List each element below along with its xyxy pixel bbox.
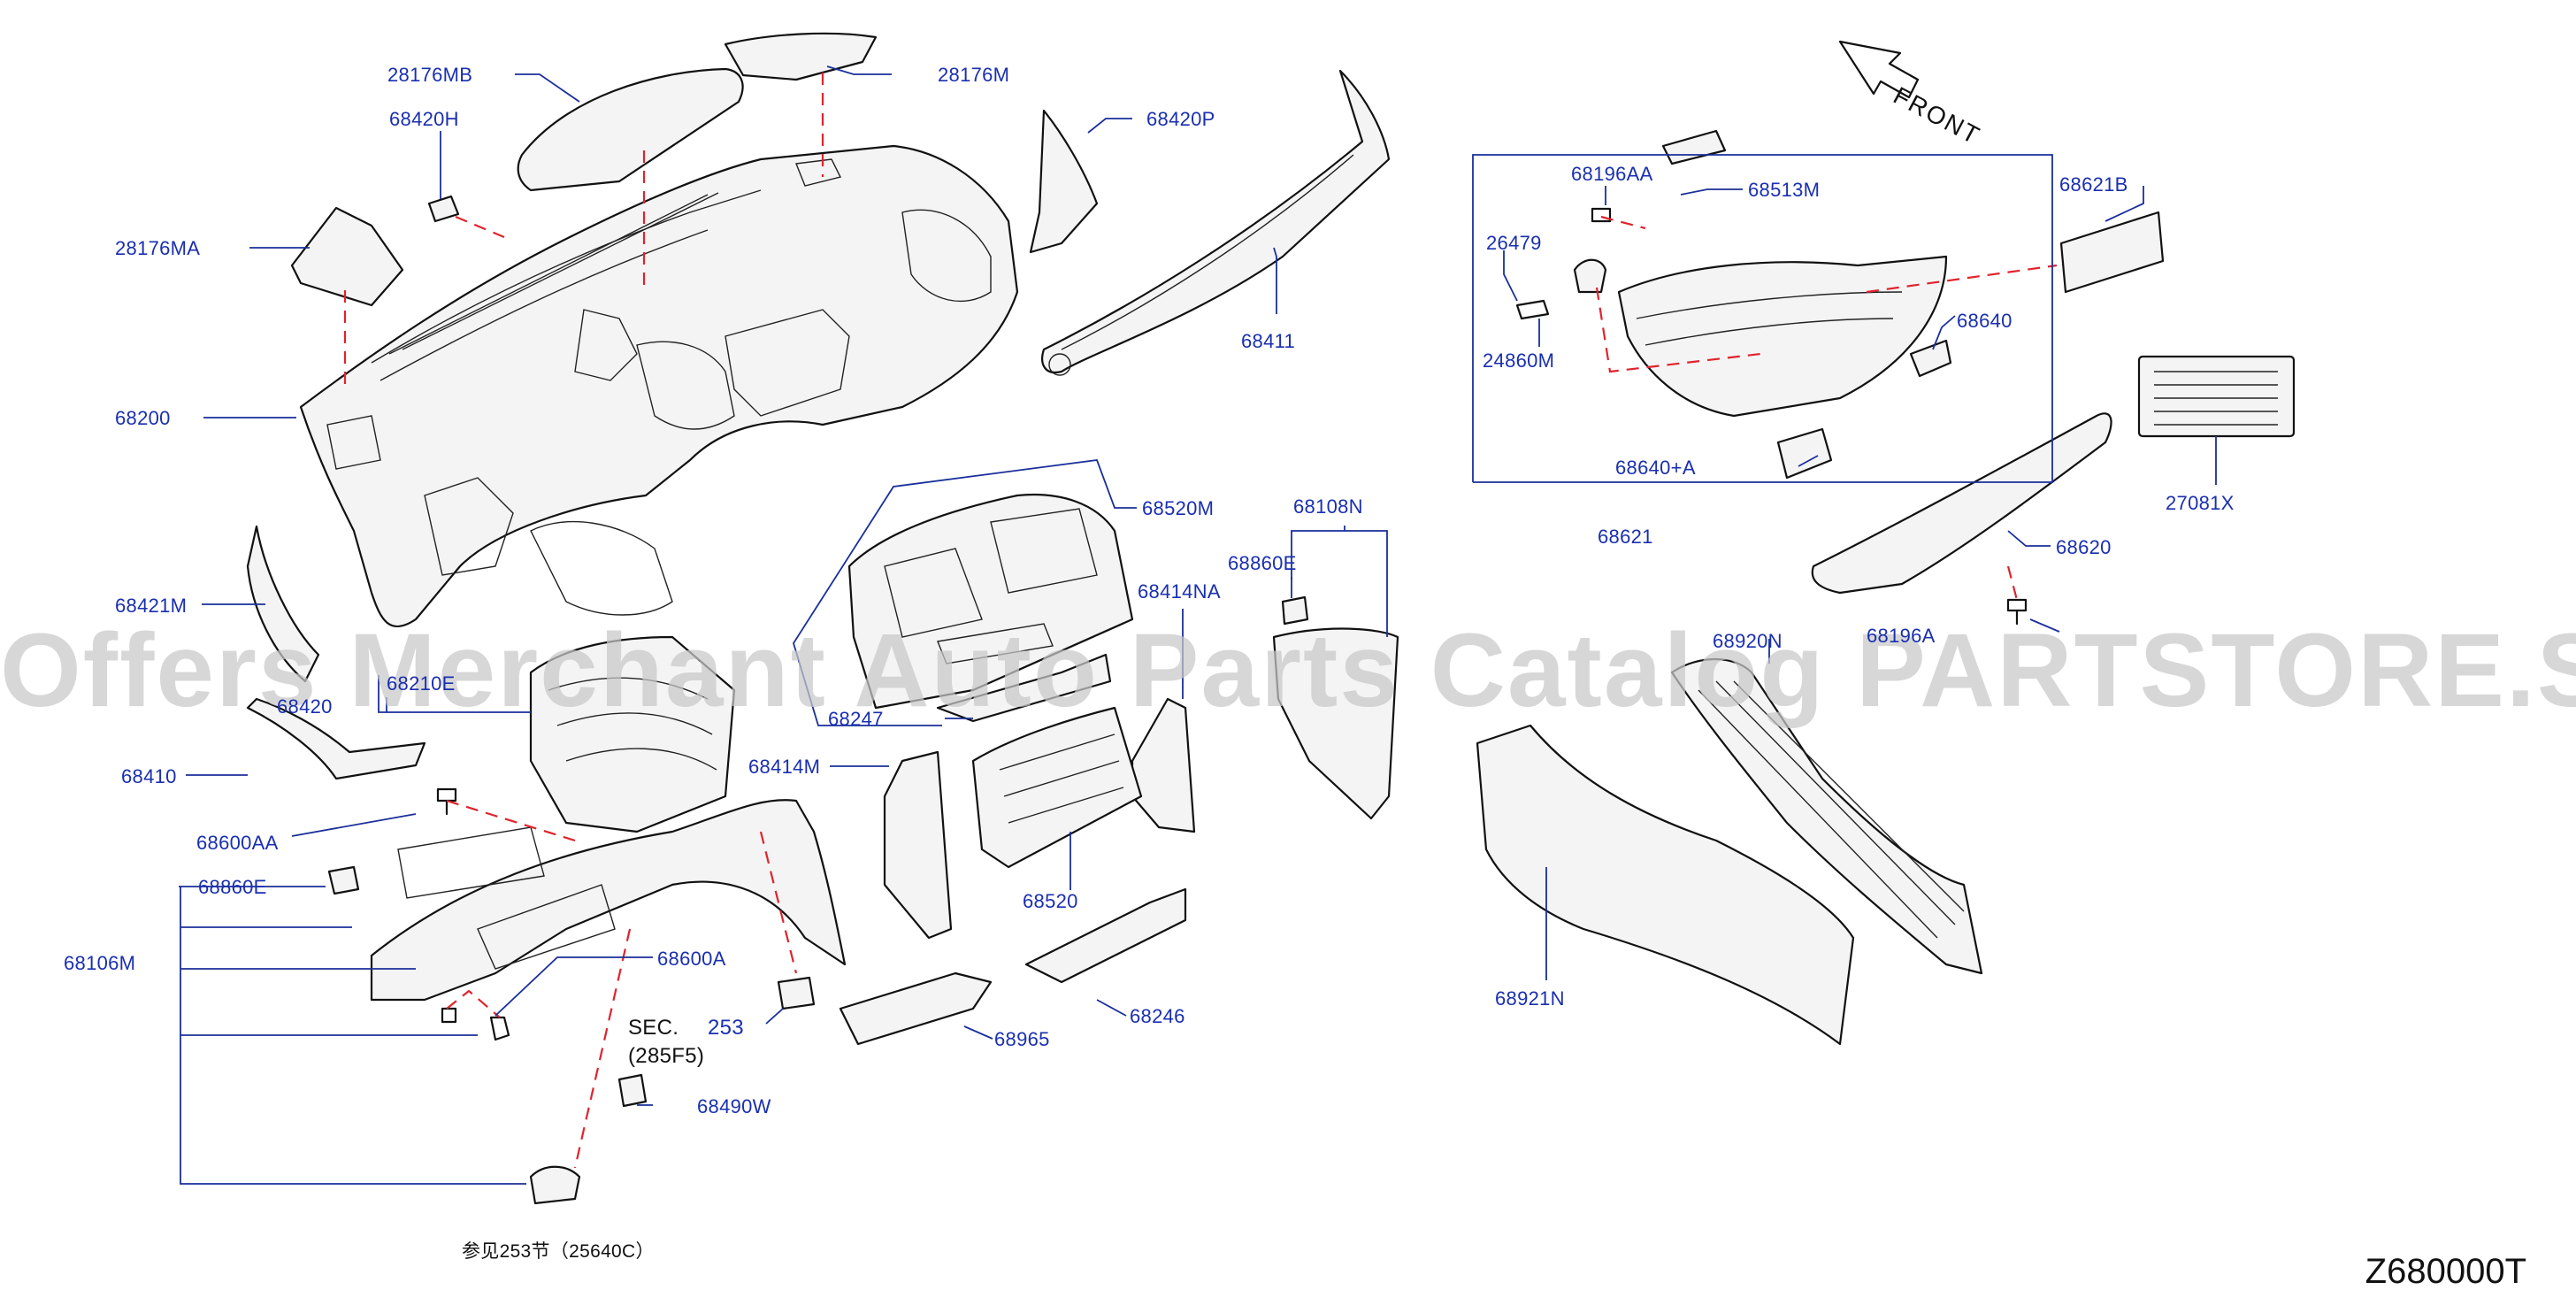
defroster-grille-28176M	[724, 32, 878, 81]
bracket-68246	[1024, 887, 1187, 984]
part-label-68411[interactable]: 68411	[1241, 330, 1296, 352]
instrument-panel-68200	[299, 144, 1019, 628]
defroster-grille-28176MB	[517, 67, 744, 192]
corner-finisher-68420P	[1029, 109, 1099, 254]
glove-box-68621	[1515, 129, 1952, 480]
part-label-68108N[interactable]: 68108N	[1293, 495, 1363, 518]
part-label-68600A[interactable]: 68600A	[657, 948, 726, 970]
tray-68965	[839, 971, 993, 1046]
part-label-68420P[interactable]: 68420P	[1146, 108, 1215, 130]
part-label-68621B[interactable]: 68621B	[2059, 173, 2128, 196]
part-label-68860E-right[interactable]: 68860E	[1228, 552, 1297, 574]
part-label-24860M[interactable]: 24860M	[1483, 349, 1555, 372]
clip-68420H	[427, 195, 460, 223]
part-label-28176M[interactable]: 28176M	[938, 64, 1010, 86]
sec-ref-number[interactable]: 253	[708, 1016, 744, 1040]
clip-68860E-left	[327, 865, 360, 895]
label-27081X	[2137, 355, 2296, 438]
part-label-68965[interactable]: 68965	[994, 1028, 1050, 1050]
part-label-68210E[interactable]: 68210E	[387, 672, 456, 695]
glove-lid-68620	[1811, 412, 2112, 595]
part-label-68490W[interactable]: 68490W	[697, 1095, 771, 1117]
part-label-68620[interactable]: 68620	[2056, 536, 2112, 558]
cluster-finisher-68520M	[847, 494, 1134, 710]
leader-lines	[179, 65, 2217, 1185]
part-label-68410[interactable]: 68410	[121, 765, 177, 787]
part-label-68420[interactable]: 68420	[277, 695, 333, 718]
part-label-68921N[interactable]: 68921N	[1495, 987, 1565, 1010]
side-grille-28176MA	[290, 206, 404, 307]
side-cover-68421M	[246, 525, 320, 683]
assembly-guides	[343, 73, 2058, 1169]
console-finisher-68520	[971, 706, 1143, 869]
part-label-68246[interactable]: 68246	[1130, 1005, 1185, 1027]
part-label-68196AA[interactable]: 68196AA	[1571, 163, 1653, 185]
front-arrow-icon	[1838, 40, 1920, 99]
sec-ref-code: (285F5)	[628, 1044, 705, 1068]
label-68621B	[2059, 211, 2165, 294]
part-label-68640A[interactable]: 68640+A	[1615, 457, 1696, 479]
screw-68196A	[2006, 598, 2028, 626]
side-finisher-68414M	[883, 750, 953, 940]
part-label-68520[interactable]: 68520	[1023, 890, 1078, 912]
part-label-68196A[interactable]: 68196A	[1867, 625, 1936, 647]
part-label-68621[interactable]: 68621	[1598, 526, 1653, 548]
part-label-28176MB[interactable]: 28176MB	[387, 64, 473, 86]
part-label-27081X[interactable]: 27081X	[2166, 492, 2235, 514]
ornament-strip-68411	[1041, 69, 1391, 374]
part-label-68200[interactable]: 68200	[115, 407, 171, 429]
clip-68860E-right	[1281, 595, 1309, 626]
diagram-code: Z680000T	[2365, 1252, 2526, 1291]
part-label-68513M[interactable]: 68513M	[1748, 179, 1821, 201]
part-label-68106M[interactable]: 68106M	[64, 952, 136, 974]
part-label-68520M[interactable]: 68520M	[1142, 497, 1215, 519]
lower-cover-68921N	[1476, 724, 1855, 1046]
bracket-68490W	[617, 1073, 648, 1108]
screw-68600AA	[436, 787, 457, 816]
connector-285F5	[777, 976, 816, 1010]
cn-ref-label: 参见253节（25640C）	[462, 1241, 655, 1262]
part-label-68414M[interactable]: 68414M	[748, 756, 821, 778]
part-label-68421M[interactable]: 68421M	[115, 595, 188, 617]
part-label-68247[interactable]: 68247	[828, 708, 884, 730]
part-label-68414NA[interactable]: 68414NA	[1138, 580, 1221, 603]
side-finisher-68414NA	[1131, 697, 1196, 833]
part-label-26479[interactable]: 26479	[1486, 232, 1542, 254]
part-label-68860E-left[interactable]: 68860E	[198, 876, 267, 898]
part-label-68600AA[interactable]: 68600AA	[196, 832, 279, 854]
part-label-68420H[interactable]: 68420H	[389, 108, 459, 130]
cluster-lid-68210E	[529, 635, 736, 833]
finisher-68410	[246, 697, 426, 780]
buzzer-25640C	[529, 1165, 581, 1205]
lower-panel-68106M	[370, 799, 847, 1002]
part-label-68920N[interactable]: 68920N	[1713, 630, 1782, 652]
lower-cover-68920N	[1670, 658, 1983, 975]
part-label-68640[interactable]: 68640	[1957, 310, 2012, 332]
part-label-28176MA[interactable]: 28176MA	[115, 237, 201, 259]
sec-ref-label: SEC.	[628, 1016, 679, 1040]
side-panel-68108N	[1272, 627, 1399, 820]
